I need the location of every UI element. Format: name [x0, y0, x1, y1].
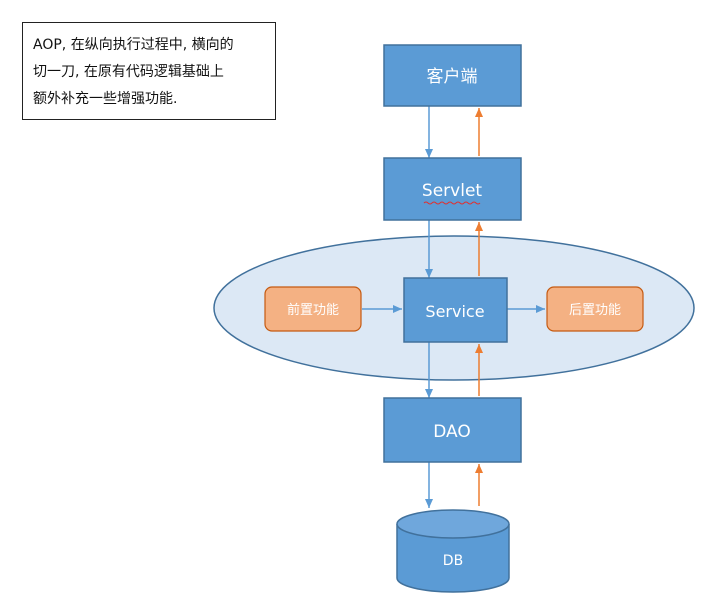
db-label: DB [443, 553, 463, 569]
servlet-label: Servlet [422, 181, 482, 201]
note-line: AOP, 在纵向执行过程中, 横向的 [33, 37, 234, 53]
aop-note: AOP, 在纵向执行过程中, 横向的 切一刀, 在原有代码逻辑基础上 额外补充一… [22, 22, 276, 120]
before-box [264, 286, 362, 332]
client-label: 客户端 [427, 67, 478, 87]
note-line: 额外补充一些增强功能. [33, 91, 178, 107]
spellcheck-squiggle [423, 201, 481, 205]
service-label: Service [425, 302, 484, 321]
before-label: 前置功能 [287, 302, 339, 318]
client-box [383, 44, 522, 107]
dao-label: DAO [433, 422, 471, 442]
after-label: 后置功能 [569, 303, 621, 318]
after-box [546, 286, 644, 332]
note-line: 切一刀, 在原有代码逻辑基础上 [33, 64, 224, 80]
servlet-box [383, 157, 522, 221]
service-box [403, 277, 508, 343]
dao-box [383, 397, 522, 463]
db-cylinder [396, 509, 510, 593]
